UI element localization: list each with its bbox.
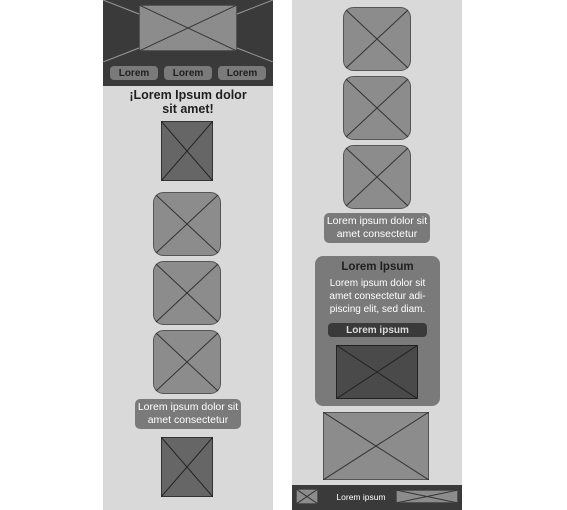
- image-placeholder-icon: [161, 121, 213, 181]
- card-title: Lorem Ipsum: [341, 261, 414, 273]
- image-caption: Lorem ipsum dolor sit amet consectetur: [135, 399, 241, 429]
- image-placeholder-icon[interactable]: [153, 261, 221, 325]
- page-title-line-1: ¡Lorem Ipsum dolor: [129, 88, 247, 102]
- card-body-line-3: piscing elit, sed diam.: [329, 304, 426, 315]
- footer-banner-placeholder-icon[interactable]: [396, 490, 458, 503]
- image-placeholder-icon: [336, 345, 418, 399]
- image-caption-line-2: amet consectetur: [147, 414, 229, 426]
- image-caption-line-2: amet consectetur: [336, 228, 418, 240]
- image-caption-line-1: Lorem ipsum dolor sit: [326, 215, 428, 227]
- card-body-line-1: Lorem ipsum dolor sit: [329, 278, 426, 289]
- footer-logo-placeholder-icon[interactable]: [296, 489, 318, 504]
- right-screen: Lorem ipsum dolor sit amet consectetur L…: [292, 0, 462, 510]
- image-placeholder-icon: [323, 412, 429, 480]
- nav-button-3[interactable]: Lorem: [218, 66, 266, 80]
- image-placeholder-icon[interactable]: [343, 76, 411, 140]
- image-placeholder-icon: [139, 5, 237, 51]
- header-banner: Lorem Lorem Lorem: [103, 0, 273, 86]
- image-caption-line-1: Lorem ipsum dolor sit: [137, 401, 239, 413]
- banner-diagonal-lines-icon: [103, 0, 273, 62]
- image-placeholder-icon[interactable]: [343, 7, 411, 71]
- image-placeholder-icon[interactable]: [153, 330, 221, 394]
- page-title-line-2: sit amet!: [162, 102, 214, 116]
- footer-label[interactable]: Lorem ipsum: [336, 492, 386, 502]
- card-button[interactable]: Lorem ipsum: [328, 323, 427, 337]
- page-title: ¡Lorem Ipsum dolor sit amet!: [103, 88, 273, 116]
- left-screen: Lorem Lorem Lorem ¡Lorem Ipsum dolor sit…: [103, 0, 273, 510]
- nav-button-2[interactable]: Lorem: [164, 66, 212, 80]
- image-placeholder-icon[interactable]: [343, 145, 411, 209]
- info-card: Lorem Ipsum Lorem ipsum dolor sit amet c…: [315, 256, 440, 406]
- image-placeholder-icon: [161, 437, 213, 497]
- image-caption: Lorem ipsum dolor sit amet consectetur: [324, 213, 430, 243]
- card-body: Lorem ipsum dolor sit amet consectetur a…: [317, 277, 438, 316]
- card-body-line-2: amet consectetur adi-: [329, 291, 426, 302]
- nav-button-1[interactable]: Lorem: [110, 66, 158, 80]
- footer-bar: Lorem ipsum: [292, 485, 462, 510]
- image-placeholder-icon[interactable]: [153, 192, 221, 256]
